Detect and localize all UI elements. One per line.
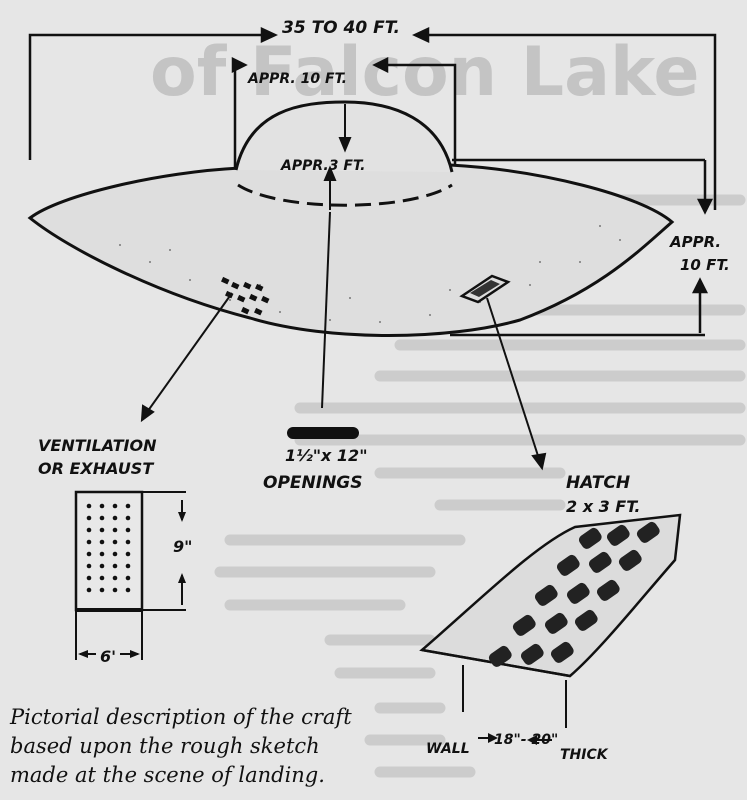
vent-dot <box>86 527 92 533</box>
vent-dot <box>112 503 118 509</box>
vent-panel-width-label: 6' <box>100 647 116 666</box>
saucer-vent-slots <box>221 276 270 316</box>
caption-line1: Pictorial description of the craft <box>10 705 352 729</box>
openings-slot-icon <box>287 427 359 439</box>
vent-dot <box>86 575 92 581</box>
vent-dot <box>125 515 131 521</box>
vent-dot <box>125 551 131 557</box>
hatch-detail-cells <box>488 521 660 667</box>
ventilation-pointer <box>140 292 233 423</box>
hatch-cell <box>574 609 598 631</box>
hatch-detail-panel <box>419 513 682 745</box>
hatch-thickness-label: 18"- 20" <box>494 732 558 748</box>
ventilation-panel <box>74 490 186 660</box>
vent-dot <box>99 515 105 521</box>
hatch-cell <box>520 643 544 665</box>
hatch-label: HATCH <box>566 473 630 493</box>
side-height-label-line2: 10 FT. <box>680 256 730 274</box>
figure-caption: Pictorial description of the craft based… <box>10 703 370 790</box>
vent-dot <box>112 527 118 533</box>
vent-dot <box>125 563 131 569</box>
openings-pointer <box>321 211 331 409</box>
hatch-cell <box>550 641 574 663</box>
hatch-cell <box>534 584 558 606</box>
vent-dot <box>99 587 105 593</box>
overall-width-dimension <box>28 27 717 210</box>
openings-label: OPENINGS <box>263 473 363 493</box>
dome-height-dimension <box>323 104 352 210</box>
vent-dot <box>112 539 118 545</box>
background-title-fragment: of Falcon Lake <box>150 33 699 112</box>
vent-dot <box>125 575 131 581</box>
hatch-cell <box>556 554 580 576</box>
vent-dot <box>99 527 105 533</box>
vent-dot <box>86 503 92 509</box>
vent-dot <box>112 551 118 557</box>
hatch-pointer <box>486 297 547 471</box>
vent-dot <box>112 515 118 521</box>
overall-width-label: 35 TO 40 FT. <box>282 18 400 38</box>
vent-dot <box>86 587 92 593</box>
vent-dot <box>86 563 92 569</box>
vent-dot <box>112 575 118 581</box>
saucer-body <box>27 163 675 337</box>
vent-dot <box>125 527 131 533</box>
side-height-label-line1: APPR. <box>669 233 721 251</box>
vent-dot <box>125 587 131 593</box>
vent-dot <box>99 563 105 569</box>
hatch-cell <box>544 612 568 634</box>
saucer-hatch <box>459 274 511 304</box>
vent-dot <box>86 539 92 545</box>
vent-dot <box>112 587 118 593</box>
vent-dot <box>99 575 105 581</box>
hatch-cell <box>636 521 660 543</box>
caption-line3: made at the scene of landing. <box>10 763 325 787</box>
vent-dot <box>125 539 131 545</box>
dome-width-label: APPR. 10 FT. <box>247 71 347 87</box>
hatch-cell <box>488 645 512 667</box>
hatch-cell <box>596 579 620 601</box>
side-height-dimension <box>450 158 714 337</box>
dome-base-dashed <box>237 183 453 207</box>
hatch-size-label: 2 x 3 FT. <box>566 497 641 516</box>
hatch-cell <box>566 582 590 604</box>
vent-dot <box>99 551 105 557</box>
vent-dot <box>86 551 92 557</box>
dome-height-label: APPR.3 FT. <box>280 158 365 174</box>
ventilation-label-line1: VENTILATION <box>38 436 157 455</box>
vent-dot <box>125 503 131 509</box>
saucer-stipple <box>119 225 621 323</box>
ventilation-label-line2: OR EXHAUST <box>38 459 154 478</box>
hatch-wall-label: WALL <box>426 741 470 757</box>
vent-dot <box>99 503 105 509</box>
hatch-cell <box>512 614 536 636</box>
hatch-cell <box>578 527 602 549</box>
vent-dot <box>86 515 92 521</box>
hatch-cell <box>588 551 612 573</box>
caption-line2: based upon the rough sketch <box>10 734 320 758</box>
vent-dot <box>112 563 118 569</box>
vent-panel-height-label: 9" <box>173 537 192 556</box>
hatch-cell <box>618 549 642 571</box>
vent-dot <box>99 539 105 545</box>
dome-width-dimension <box>231 56 457 175</box>
hatch-thick-label: THICK <box>560 747 609 763</box>
hatch-cell <box>606 524 630 546</box>
openings-size-label: 1½"x 12" <box>285 446 368 465</box>
vent-panel-dots <box>86 503 131 593</box>
